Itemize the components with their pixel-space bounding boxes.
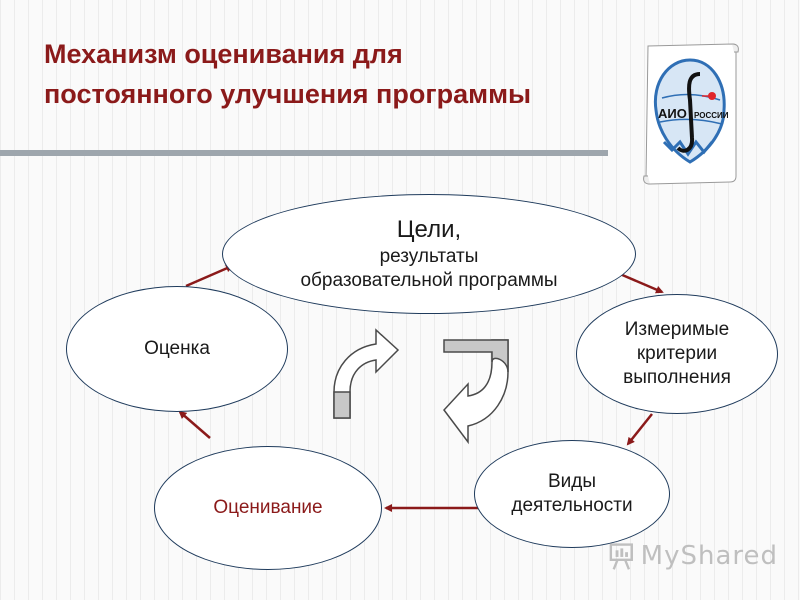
node-assessing-line-1: Оценивание [213, 497, 323, 518]
page-title: Механизм оценивания для постоянного улуч… [44, 34, 634, 114]
node-evaluation: Оценка [66, 286, 288, 412]
gear-icon [662, 139, 714, 157]
cycle-arrow-right-icon [443, 339, 509, 445]
logo-text-aio: АИО [658, 106, 687, 121]
node-activities: Виды деятельности [474, 440, 670, 548]
cycle-arrow-left-icon [333, 328, 400, 419]
node-goals-line-1: Цели, [396, 216, 462, 243]
watermark: MyShared [608, 536, 778, 576]
node-goals-line-2: результаты [379, 246, 479, 267]
integral-icon [676, 72, 701, 153]
node-goals-line-3: образовательной программы [300, 270, 558, 291]
aio-logo: АИО РОССИИ [643, 43, 739, 185]
arrow-criteria-to-activities [626, 413, 653, 446]
node-criteria-line-2: критерии [636, 343, 718, 364]
node-criteria-line-1: Измеримые [624, 319, 730, 340]
node-assessing: Оценивание [154, 446, 382, 570]
node-activities-line-1: Виды [547, 471, 597, 492]
node-evaluation-line-1: Оценка [144, 338, 210, 359]
node-activities-line-2: деятельности [511, 495, 633, 516]
logo-text-rossii: РОССИИ [694, 111, 729, 120]
arrow-evaluation-to-goals [185, 264, 234, 288]
title-divider [0, 150, 608, 156]
node-goals: Цели, результаты образовательной програм… [222, 194, 636, 314]
title-line-1: Механизм оценивания для [44, 39, 403, 69]
presentation-board-icon [609, 543, 633, 570]
arrow-assessing-to-evaluation [178, 410, 211, 439]
arrow-goals-to-criteria [619, 272, 664, 294]
watermark-text: MyShared [640, 541, 778, 571]
node-criteria-line-3: выполнения [623, 367, 731, 388]
node-criteria: Измеримые критерии выполнения [576, 294, 778, 414]
title-line-2: постоянного улучшения программы [44, 79, 532, 109]
